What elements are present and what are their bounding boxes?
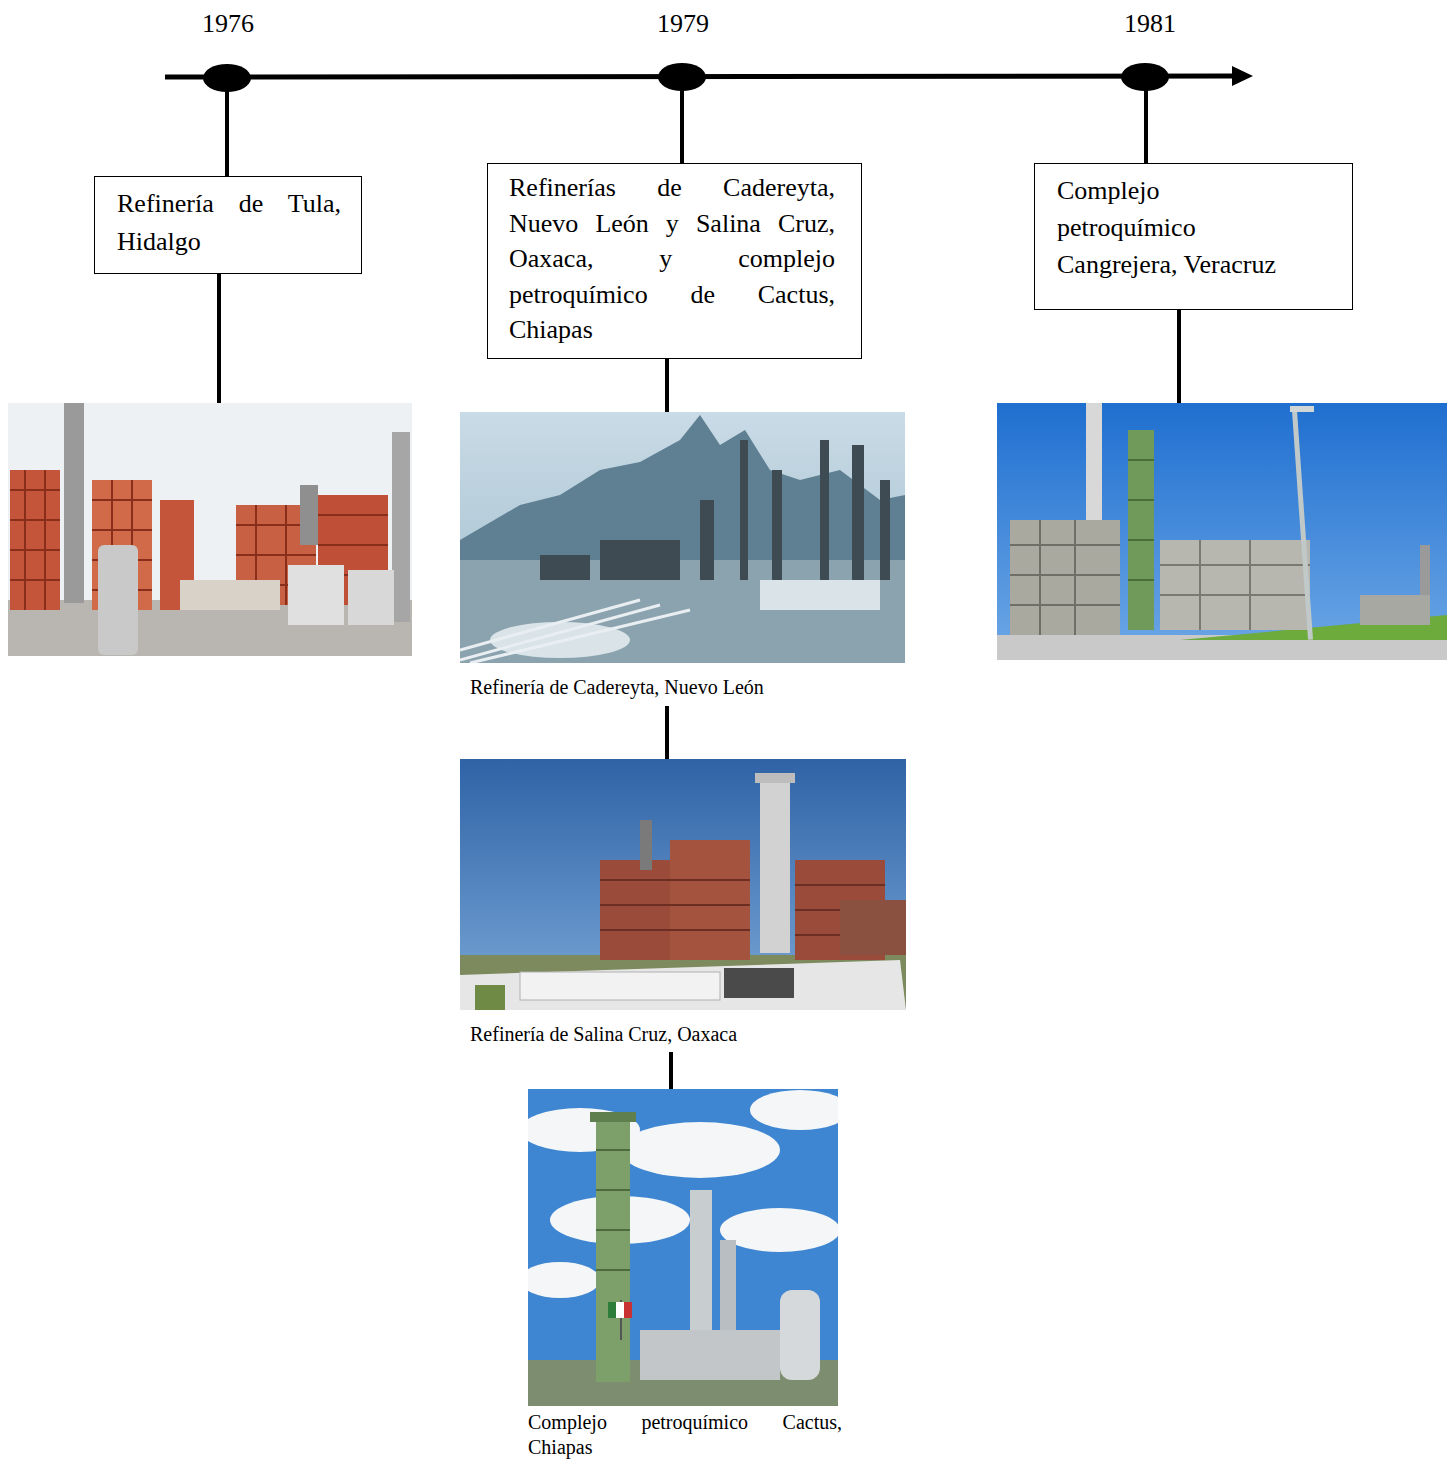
leader-line-part [1177,308,1181,404]
refinery-photo-part [392,432,410,622]
petrochemical-photo-part [596,1112,630,1382]
refinery-photo-part [10,470,60,610]
refinery-photo-part [300,485,318,545]
year-label: 1976 [178,8,278,41]
refinery-photo-part-part [10,470,60,610]
petrochemical-photo-part [624,1302,632,1318]
leader-line-part [680,88,684,165]
refinery-photo-part [8,403,412,656]
event-text: Complejo petroquímico Cangrejera, Veracr… [1057,172,1293,283]
petrochemical-photo-part [997,403,1447,660]
refinery-photo-part [98,545,138,655]
petrochemical-photo-part [1160,540,1310,630]
photo-caption: Refinería de Salina Cruz, Oaxaca [470,1022,890,1047]
petrochemical-photo-part-part [620,1122,780,1178]
petrochemical-photo-part [616,1302,624,1318]
year-marker-part [658,63,706,91]
petrochemical-photo [997,403,1447,660]
refinery-photo-part [460,759,906,1010]
refinery-photo-part [540,440,890,580]
petrochemical-photo-part [780,1290,820,1380]
refinery-photo [8,403,412,656]
year-label: 1981 [1100,8,1200,41]
refinery-photo [460,759,906,1010]
refinery-photo-part-part [820,440,829,580]
petrochemical-photo-part [1160,540,1310,630]
refinery-photo-part [460,955,906,1010]
event-box: Complejo petroquímico Cangrejera, Veracr… [1034,163,1353,310]
refinery-photo-part-part [760,580,880,610]
refinery-photo-part [640,820,652,870]
refinery-photo-part [840,900,906,955]
refinery-photo-part-part [772,470,782,580]
petrochemical-photo-part [1292,410,1313,640]
leader-line-part [665,706,669,760]
leader-line-part [225,88,229,178]
year-marker-part [1121,63,1169,91]
petrochemical-photo-part [608,1302,616,1318]
event-text: Refinería de Tula, Hidalgo [117,185,341,261]
year-label: 1979 [633,8,733,41]
petrochemical-photo-part [528,1090,838,1298]
refinery-photo-part-part [852,445,864,580]
petrochemical-photo-part [1010,520,1120,635]
petrochemical-photo-part [1128,460,1154,580]
petrochemical-photo-part [596,1150,630,1270]
refinery-photo-part [460,600,690,663]
petrochemical-photo-part-part [750,1090,838,1130]
refinery-photo [460,412,905,663]
photo-caption: Complejo petroquímico Cactus, Chiapas [528,1410,842,1460]
refinery-photo-part [288,565,344,625]
petrochemical-photo-part [590,1112,636,1122]
leader-line-part [669,1052,673,1090]
refinery-photo-part [600,860,670,960]
refinery-photo-part-part [880,480,890,580]
leader-line-part [665,356,669,413]
refinery-photo-part [670,840,750,960]
refinery-photo-part-part [740,440,748,580]
refinery-photo-part [724,968,794,998]
event-box: Refinería de Tula, Hidalgo [94,176,362,274]
timeline-axis [165,66,1253,86]
refinery-photo-part [520,972,720,1000]
year-marker-part [203,64,251,92]
leader-line-part [217,272,221,405]
petrochemical-photo-part [1290,406,1314,412]
petrochemical-photo-part [1360,595,1430,625]
petrochemical-photo-part-part [720,1208,838,1252]
refinery-photo-part [460,560,905,663]
petrochemical-photo-part [1010,520,1120,635]
event-text: Refinerías de Cadereyta, Nuevo León y Sa… [509,170,835,348]
refinery-photo-part [475,985,505,1010]
refinery-photo-part [460,412,905,663]
petrochemical-photo [528,1089,838,1406]
refinery-photo-part [10,470,60,610]
refinery-photo-part [760,773,790,953]
refinery-photo-part [490,580,880,658]
refinery-photo-part-part [600,540,680,580]
event-box: Refinerías de Cadereyta, Nuevo León y Sa… [487,163,862,359]
refinery-photo-part [64,403,84,603]
refinery-photo-part-part [700,500,714,580]
refinery-photo-part-part [540,555,590,580]
refinery-photo-part [180,580,280,610]
petrochemical-photo-part-part [528,1262,600,1298]
refinery-photo-part [460,960,906,1010]
petrochemical-photo-part [1128,430,1154,630]
photo-caption: Refinería de Cadereyta, Nuevo León [470,675,890,700]
leader-line-part [1144,88,1148,165]
refinery-photo-part [755,773,795,783]
timeline-axis-part [1232,66,1253,86]
petrochemical-photo-part [640,1330,780,1380]
refinery-photo-part [348,570,394,625]
year-marker [203,63,1169,92]
